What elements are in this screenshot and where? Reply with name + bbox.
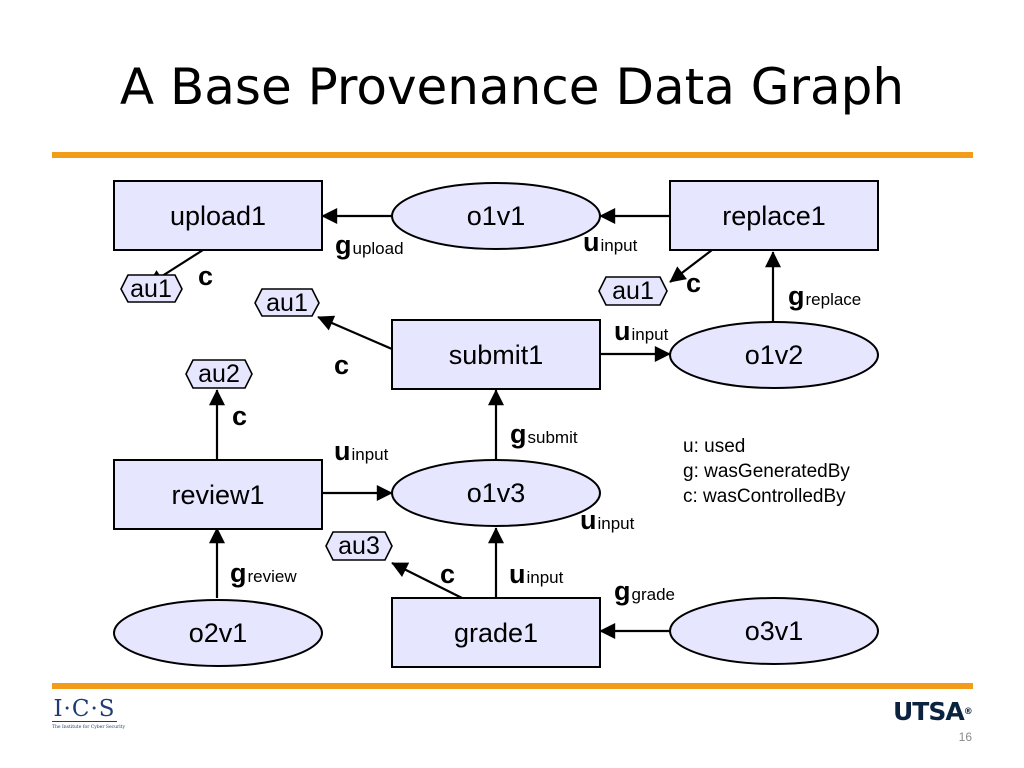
node-o3v1-label: o3v1 — [745, 616, 804, 646]
node-au3 — [325, 531, 393, 561]
utsa-logo-mark: UTSA — [893, 697, 965, 726]
label-g-submit: gsubmit — [510, 419, 578, 449]
ics-logo-mark: I·C·S — [52, 696, 117, 722]
legend-was-controlled-by: c: wasControlledBy — [683, 486, 846, 507]
node-au3-label: au3 — [338, 532, 380, 560]
node-au1-mid-label: au1 — [266, 289, 308, 317]
node-au2-label: au2 — [198, 360, 240, 388]
node-review1-label: review1 — [171, 480, 264, 510]
label-g-grade: ggrade — [614, 576, 675, 606]
node-review1 — [113, 459, 323, 530]
label-c-submit: c — [334, 350, 349, 380]
label-g-review: greview — [230, 558, 297, 588]
node-upload1-label: upload1 — [170, 201, 266, 231]
agent-nodes: au1 au1 au1 au2 au3 — [120, 274, 668, 561]
node-o3v1 — [669, 597, 879, 665]
label-u-input-grade: uinput — [509, 559, 564, 589]
label-u-input-o1v3: uinput — [580, 505, 635, 535]
node-o1v3 — [391, 459, 601, 527]
edge-grade1-to-au3 — [391, 562, 463, 599]
label-g-replace: greplace — [788, 281, 861, 311]
ics-logo-tagline: The Institute for Cyber Security — [52, 725, 126, 730]
node-o1v2 — [669, 321, 879, 389]
footer-divider — [52, 683, 973, 689]
label-u-input-review: uinput — [334, 436, 389, 466]
legend-was-generated-by: g: wasGeneratedBy — [683, 461, 850, 482]
object-nodes: o1v1 o1v2 o1v3 o2v1 o3v1 — [113, 182, 879, 667]
node-au1-left-label: au1 — [130, 275, 172, 303]
label-c-grade: c — [440, 559, 455, 589]
node-o2v1-label: o2v1 — [189, 618, 248, 648]
utsa-logo: UTSA® — [893, 697, 973, 727]
edge-replace1-to-au1 — [669, 249, 713, 283]
node-submit1 — [391, 319, 601, 390]
node-upload1 — [113, 180, 323, 251]
node-au1-right — [598, 276, 668, 306]
label-u-input-replace: uinput — [583, 227, 638, 257]
node-grade1 — [391, 597, 601, 668]
label-c-replace: c — [686, 268, 701, 298]
slide-title: A Base Provenance Data Graph — [119, 58, 905, 116]
label-u-input-submit: uinput — [614, 316, 669, 346]
label-c-review: c — [232, 401, 247, 431]
page-number: 16 — [958, 730, 972, 744]
legend: u: used g: wasGeneratedBy c: wasControll… — [683, 436, 850, 507]
node-replace1-label: replace1 — [722, 201, 826, 231]
node-au1-left — [120, 274, 183, 303]
node-au1-mid — [254, 288, 320, 317]
label-g-upload: gupload — [335, 230, 404, 260]
node-o1v1-label: o1v1 — [467, 201, 526, 231]
edge-labels: gupload uinput c c greplace c uinput c g… — [198, 227, 861, 606]
node-grade1-label: grade1 — [454, 618, 538, 648]
label-c-upload: c — [198, 261, 213, 291]
node-o1v2-label: o1v2 — [745, 340, 804, 370]
registered-mark: ® — [963, 707, 973, 717]
process-nodes: upload1 replace1 submit1 review1 grade1 — [113, 180, 879, 668]
ics-logo: I·C·S The Institute for Cyber Security — [52, 696, 126, 730]
title-divider — [52, 152, 973, 158]
node-submit1-label: submit1 — [449, 340, 544, 370]
node-o1v3-label: o1v3 — [467, 478, 526, 508]
node-au2 — [185, 359, 253, 389]
legend-used: u: used — [683, 436, 745, 457]
edges — [147, 208, 781, 639]
edge-submit1-to-au1 — [317, 315, 393, 351]
node-au1-right-label: au1 — [612, 277, 654, 305]
node-o2v1 — [113, 599, 323, 667]
node-o1v1 — [391, 182, 601, 250]
node-replace1 — [669, 180, 879, 251]
